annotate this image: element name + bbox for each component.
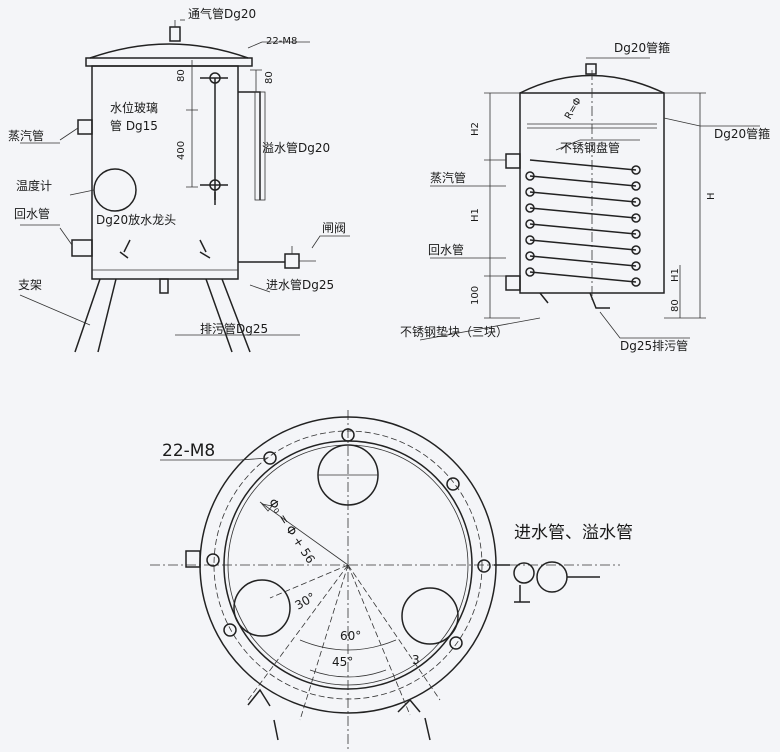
diameter-arrow bbox=[259, 501, 349, 566]
overflow-ball-icon bbox=[536, 561, 568, 593]
right-return-stub bbox=[505, 275, 521, 291]
gate-valve-icon bbox=[284, 253, 300, 269]
right-steam-label: 蒸汽管 bbox=[430, 170, 466, 185]
support-leg-right bbox=[205, 278, 251, 353]
bolt-holes bbox=[206, 428, 491, 650]
gauge-glass-label-1: 水位玻璃 bbox=[110, 100, 158, 115]
dim-h1-small: H1 bbox=[670, 268, 681, 282]
thermometer-label: 温度计 bbox=[16, 178, 52, 193]
right-sewage-label: Dg25排污管 bbox=[620, 338, 688, 353]
sewage-pipe-label: 排污管Dg25 bbox=[200, 321, 268, 336]
dim-80-right: 80 bbox=[670, 299, 681, 312]
overflow-pipe-label: 溢水管Dg20 bbox=[262, 140, 330, 155]
bolt-circle bbox=[213, 430, 483, 700]
tank-body bbox=[91, 65, 239, 280]
drain-tap-right-icon bbox=[199, 239, 211, 259]
angle-30-label: 30° bbox=[293, 590, 318, 613]
lid-flange bbox=[85, 57, 253, 67]
plan-bolts-label: 22-M8 bbox=[162, 441, 215, 461]
drain-tap-left-icon bbox=[119, 239, 131, 259]
stainless-pads bbox=[539, 292, 610, 309]
support-leg-left bbox=[74, 278, 117, 353]
pipe-box-side-label: Dg20管箍 bbox=[714, 126, 770, 141]
left-bolts-label: 22-M8 bbox=[266, 36, 297, 47]
inlet-valve-icon bbox=[513, 562, 535, 584]
drain-tap-label: Dg20放水龙头 bbox=[96, 212, 176, 227]
inlet-pipe-label: 进水管Dg25 bbox=[266, 277, 334, 292]
coil-label: 不锈钢盘管 bbox=[560, 140, 620, 155]
right-return-label: 回水管 bbox=[428, 242, 464, 257]
sewage-pipe-stub bbox=[159, 278, 169, 294]
dim-80-side: 80 bbox=[264, 71, 275, 84]
plan-tap-right-icon bbox=[397, 698, 431, 741]
stainless-coil bbox=[525, 159, 641, 287]
angle-45-label: 45° bbox=[332, 655, 353, 669]
gauge-glass-label-2: 管 Dg15 bbox=[110, 118, 158, 133]
plan-view: 22-M8 Φ₀ = Φ + 56 进水管、溢水管 30° 60° 45° 3 bbox=[150, 410, 633, 752]
right-tank-lid bbox=[519, 74, 665, 94]
left-elevation-view: 通气管Dg20 22-M8 80 80 水位玻璃 管 Dg15 400 蒸汽管 … bbox=[8, 6, 350, 353]
dim-h2: H2 bbox=[470, 122, 481, 136]
dim-400: 400 bbox=[176, 141, 187, 160]
plan-opening-left bbox=[233, 579, 291, 637]
thermometer-icon bbox=[93, 168, 137, 212]
dim-100: 100 bbox=[470, 286, 481, 305]
vent-pipe-stub bbox=[169, 26, 181, 42]
support-label: 支架 bbox=[18, 278, 42, 292]
gate-valve-label: 闸阀 bbox=[322, 221, 346, 235]
angle-60-label: 60° bbox=[340, 629, 361, 643]
plan-left-nozzle bbox=[185, 550, 201, 568]
dim-h1: H1 bbox=[470, 208, 481, 222]
return-pipe-stub bbox=[71, 239, 93, 257]
plan-inlet-overflow-label: 进水管、溢水管 bbox=[514, 523, 633, 543]
right-steam-stub bbox=[505, 153, 521, 169]
dim-80-top: 80 bbox=[176, 69, 187, 82]
plan-diameter-label: Φ₀ = Φ + 56 bbox=[265, 496, 317, 566]
return-pipe-label: 回水管 bbox=[14, 206, 50, 221]
plan-tap-left-icon bbox=[247, 688, 279, 741]
vent-pipe-label: 通气管Dg20 bbox=[188, 6, 256, 21]
radius-label: R=Φ bbox=[563, 96, 584, 122]
steam-pipe-stub bbox=[77, 119, 93, 135]
overflow-pipe bbox=[238, 91, 261, 200]
steam-pipe-label: 蒸汽管 bbox=[8, 128, 44, 143]
pads-label: 不锈钢垫块（三块） bbox=[400, 324, 508, 339]
dim-h: H bbox=[706, 192, 717, 200]
tank-lid bbox=[89, 43, 249, 59]
angle-3-label: 3 bbox=[412, 653, 420, 667]
pipe-box-top-label: Dg20管箍 bbox=[614, 40, 670, 55]
plan-opening-right bbox=[401, 587, 459, 645]
right-section-view: Dg20管箍 Dg20管箍 H2 R=Φ 不锈钢盘管 蒸汽管 H1 H 回水管 … bbox=[400, 40, 770, 353]
